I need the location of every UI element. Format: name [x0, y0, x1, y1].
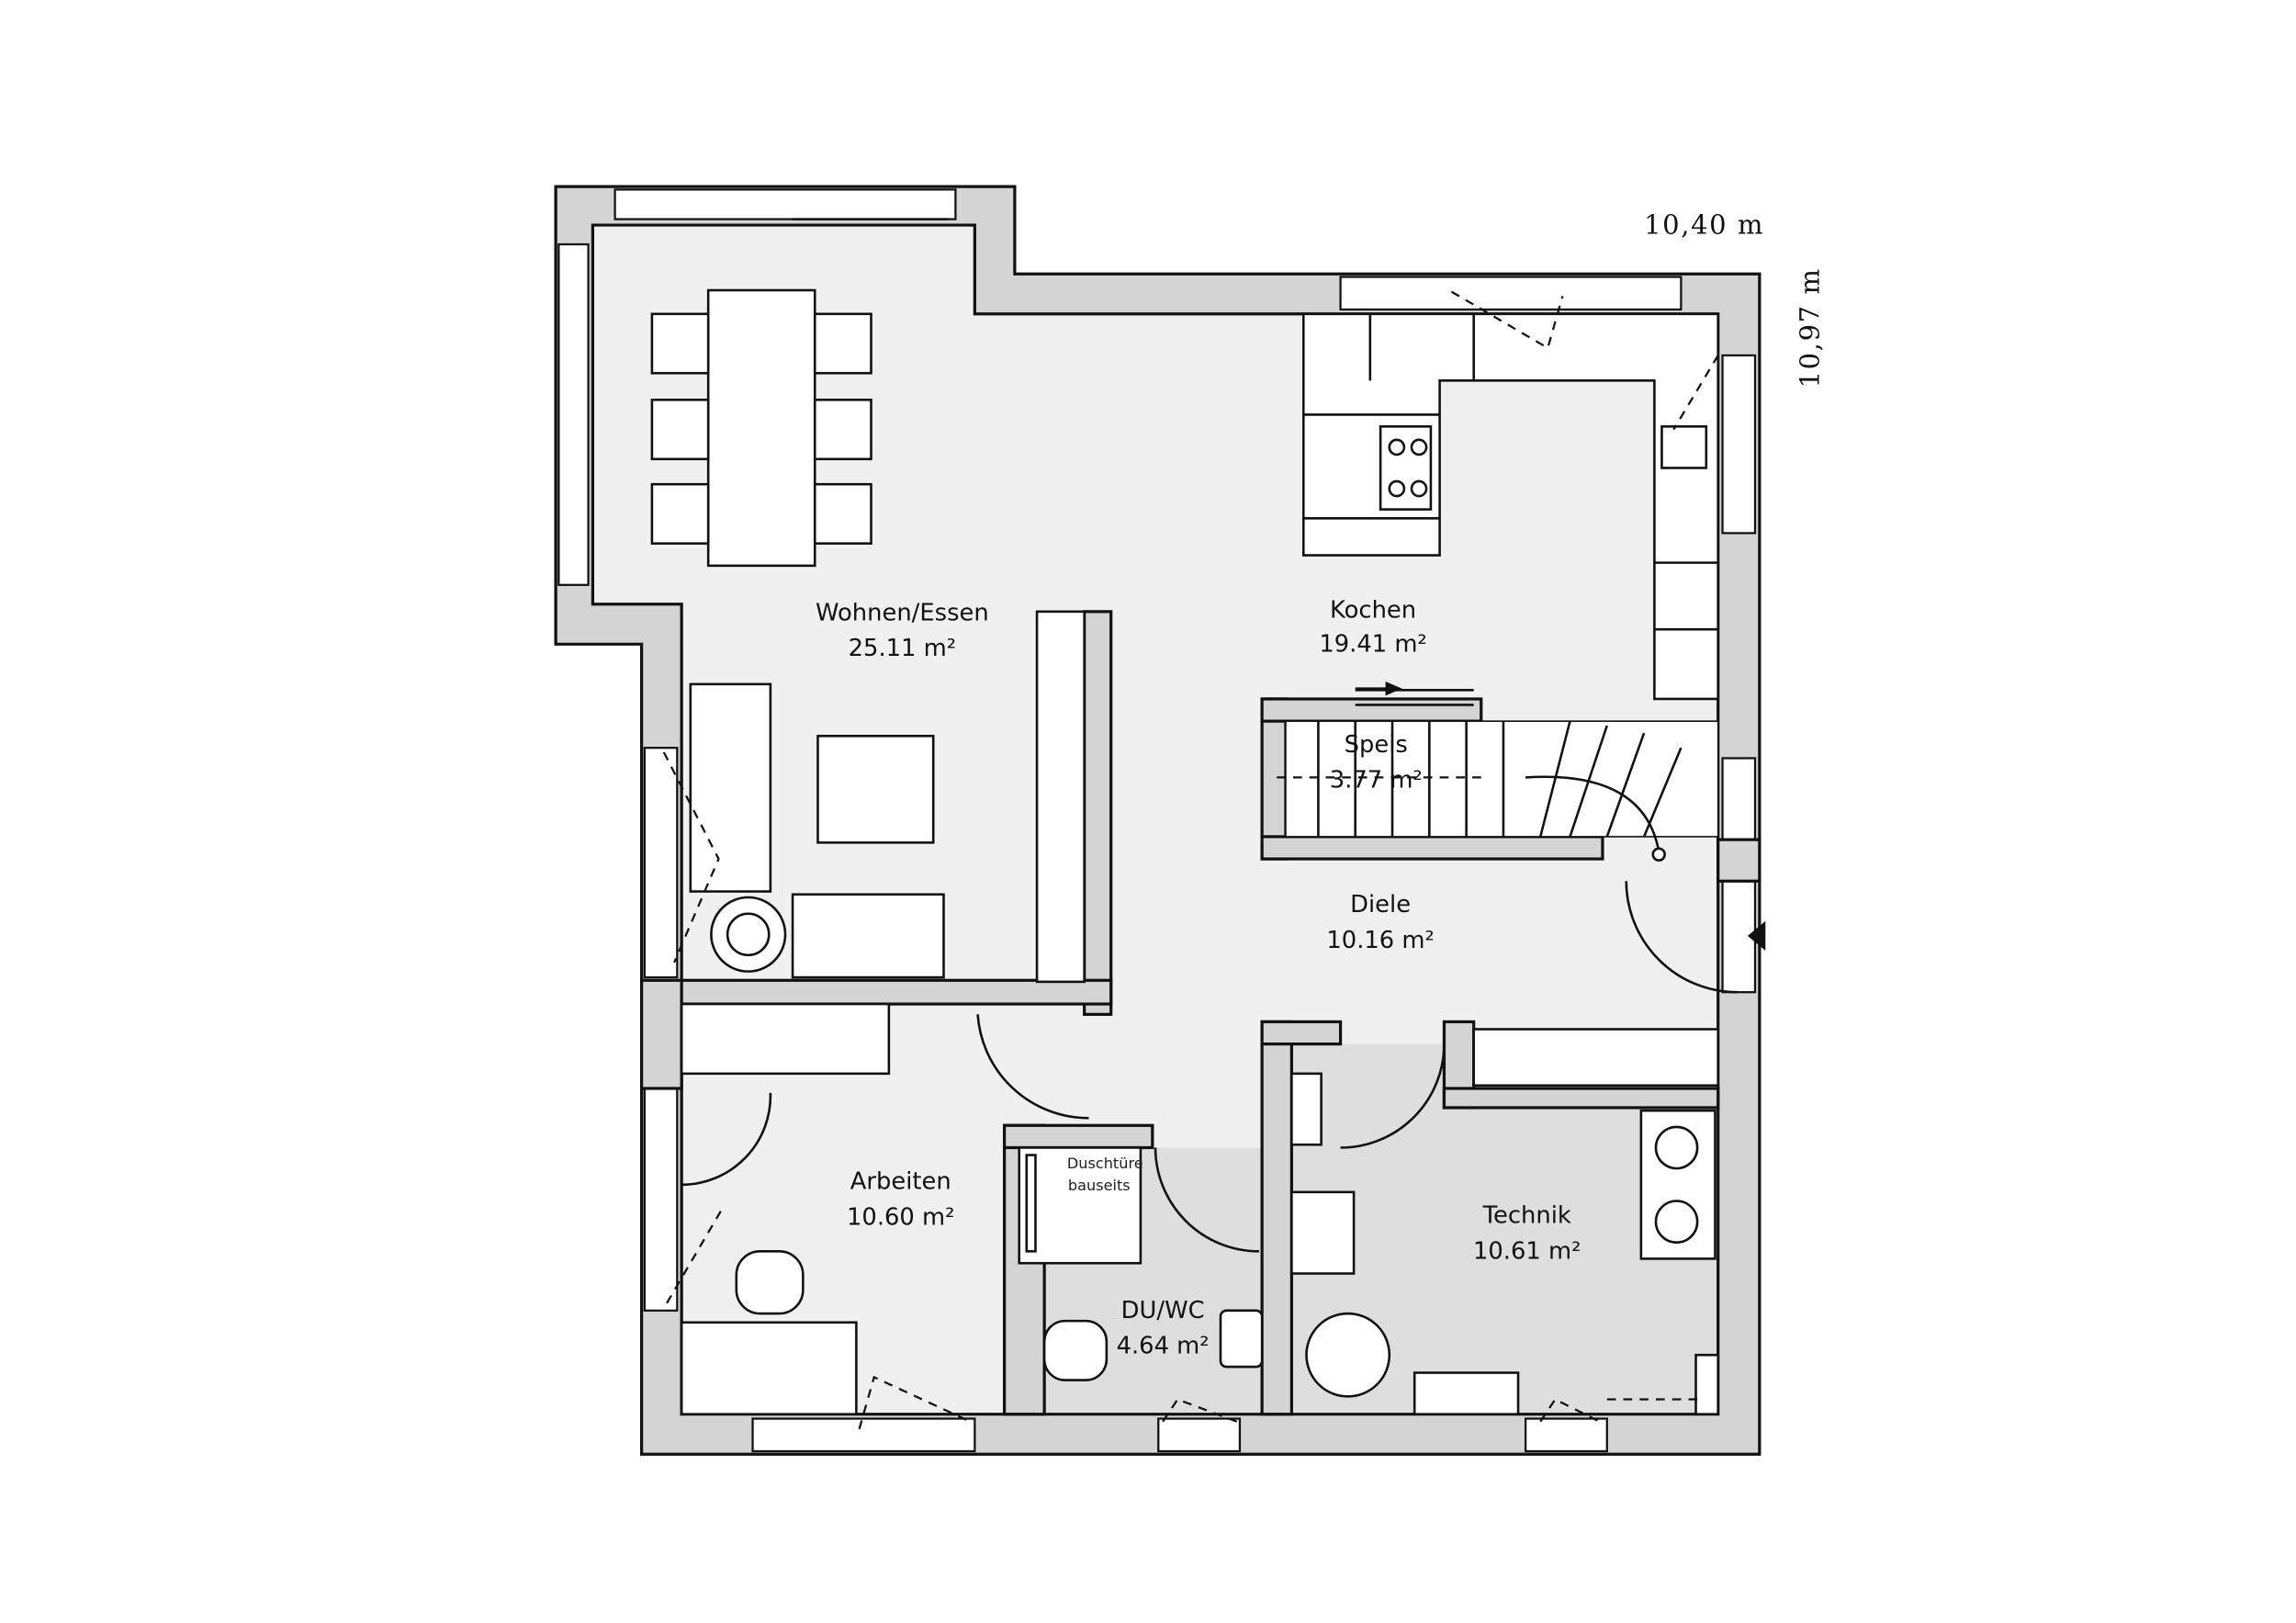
room-area-arbeiten: 10.60 m² [847, 1203, 954, 1231]
room-area-kochen: 19.41 m² [1319, 630, 1426, 658]
staircase [1270, 720, 1719, 862]
windows [557, 188, 1757, 1453]
shower-note-line1: Duschtüre [1067, 1155, 1143, 1172]
interior-walls [640, 610, 1761, 1416]
room-area-duwc: 4.64 m² [1117, 1333, 1210, 1360]
room-label-duwc: DU/WC [1121, 1297, 1205, 1324]
utility-fixtures [1290, 881, 1766, 1423]
dining-set [650, 288, 872, 568]
bath-fixtures [1018, 1146, 1264, 1423]
room-label-kochen: Kochen [1330, 596, 1416, 624]
shower-note-line2: bauseits [1068, 1177, 1131, 1194]
room-label-technik: Technik [1482, 1202, 1571, 1230]
office-furniture [666, 1002, 1089, 1430]
dimension-depth: 10,97 m [1794, 267, 1825, 388]
room-label-diele: Diele [1350, 891, 1411, 919]
room-area-wohnen: 25.11 m² [849, 635, 956, 662]
room-area-diele: 10.16 m² [1326, 927, 1434, 954]
kitchen-counters [1301, 290, 1719, 706]
room-label-speis: Speis [1345, 731, 1408, 759]
room-area-technik: 10.61 m² [1473, 1237, 1581, 1265]
dimension-width: 10,40 m [1644, 209, 1764, 241]
room-label-arbeiten: Arbeiten [850, 1168, 951, 1196]
living-furniture [662, 218, 1086, 984]
room-area-speis: 3.77 m² [1330, 767, 1423, 795]
room-label-wohnen: Wohnen/Essen [816, 600, 989, 627]
